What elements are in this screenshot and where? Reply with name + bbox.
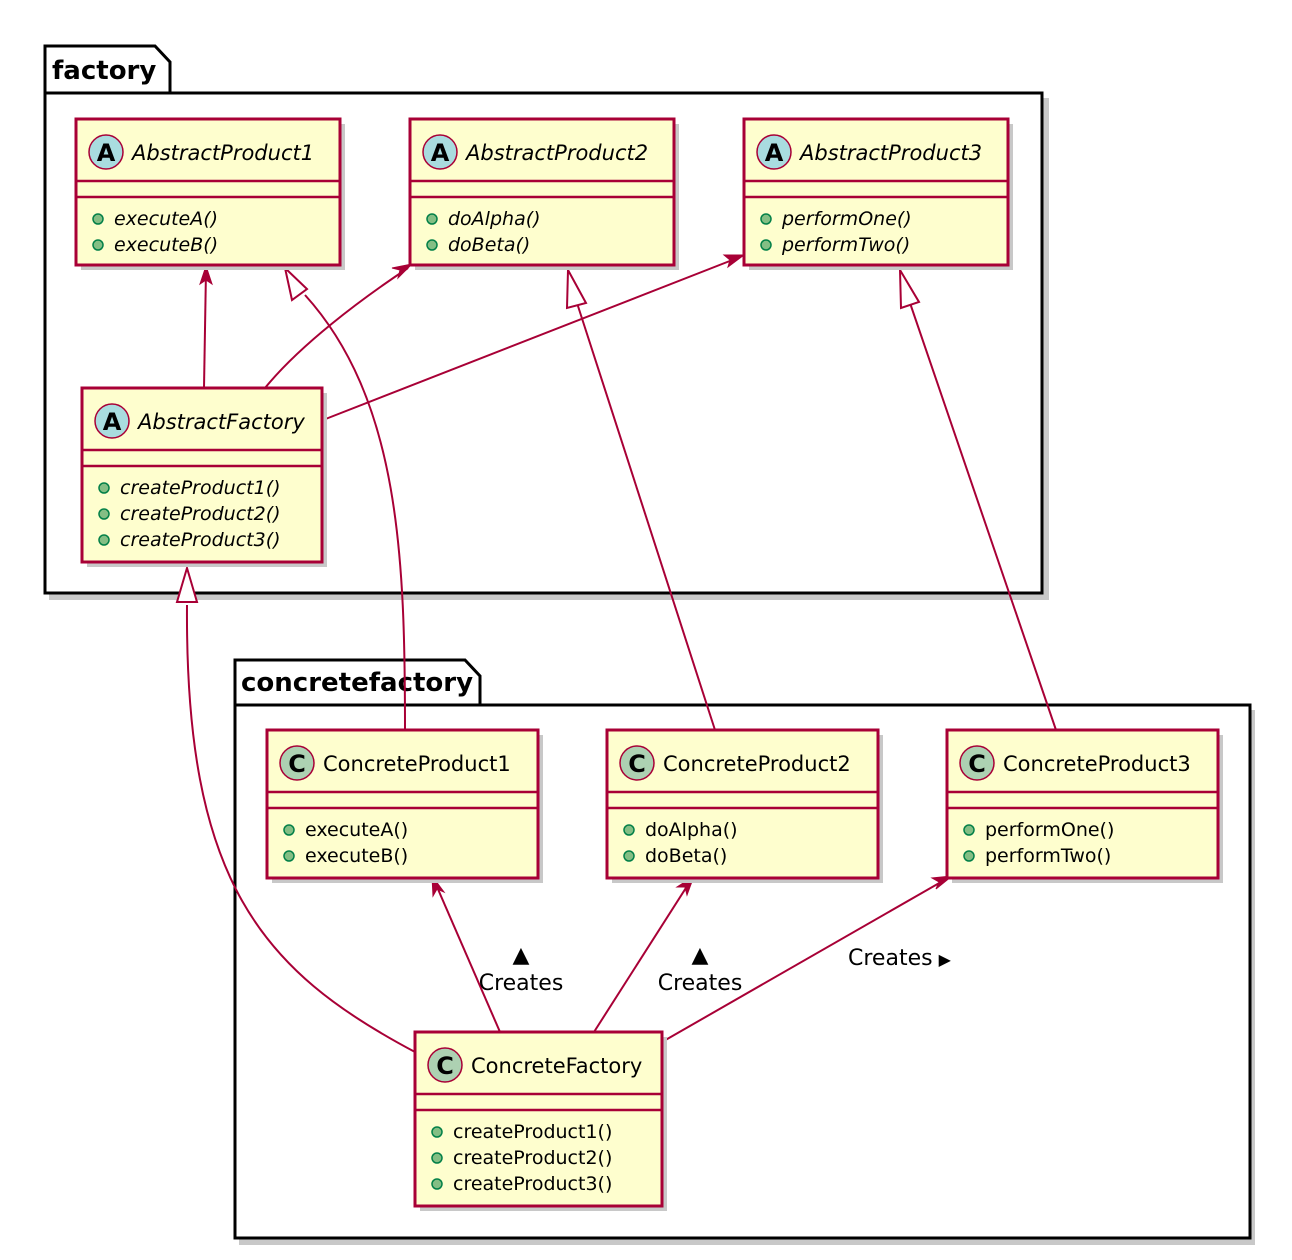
class-method: executeB() bbox=[114, 234, 218, 256]
class-abstractproduct2: A AbstractProduct2 doAlpha() doBeta() bbox=[408, 117, 679, 270]
edge-label-marker-cp2: ▲ bbox=[692, 943, 709, 968]
public-visibility-icon bbox=[623, 824, 635, 836]
edge-concretefactory-extends-abstractfactory bbox=[175, 564, 416, 1053]
class-method: doAlpha() bbox=[645, 819, 738, 841]
class-name: ConcreteProduct3 bbox=[1003, 752, 1191, 776]
class-method: executeA() bbox=[305, 819, 408, 841]
edge-labels: ▲ Creates ▲ Creates Creates ▶ bbox=[479, 943, 952, 996]
class-concreteproduct3: C ConcreteProduct3 performOne() performTwo(… bbox=[945, 728, 1223, 883]
public-visibility-icon bbox=[426, 213, 438, 225]
edge-concreteproduct3-extends-abstractproduct3 bbox=[898, 266, 1057, 731]
class-name: AbstractProduct3 bbox=[798, 141, 982, 165]
class-badge-icon bbox=[279, 745, 315, 781]
class-box-concreteproduct3 bbox=[945, 728, 1220, 880]
class-badge-icon bbox=[427, 1047, 463, 1083]
abstract-class-badge-icon bbox=[88, 134, 124, 170]
class-badge-letter: C bbox=[436, 1052, 454, 1080]
public-visibility-icon bbox=[92, 213, 104, 225]
class-method: performOne() bbox=[985, 819, 1114, 841]
class-badge-icon bbox=[959, 745, 995, 781]
edge-abstractfactory-to-abstractproduct3 bbox=[322, 254, 746, 421]
public-visibility-icon bbox=[431, 1152, 443, 1164]
edge-abstractfactory-to-abstractproduct1 bbox=[199, 264, 213, 389]
class-concretefactory: C ConcreteFactory createProduct1() createPr… bbox=[413, 1030, 667, 1211]
class-badge-letter: A bbox=[103, 408, 122, 436]
class-method: executeB() bbox=[305, 845, 408, 867]
public-visibility-icon bbox=[760, 213, 772, 225]
public-visibility-icon bbox=[963, 850, 975, 862]
class-method: performTwo() bbox=[781, 234, 910, 256]
edge-label-marker-cp3: ▶ bbox=[939, 950, 952, 969]
class-method: createProduct2() bbox=[453, 1147, 612, 1169]
class-name: AbstractProduct2 bbox=[464, 141, 648, 165]
class-badge-icon bbox=[619, 745, 655, 781]
class-method: createProduct3() bbox=[453, 1173, 612, 1195]
public-visibility-icon bbox=[283, 824, 295, 836]
public-visibility-icon bbox=[431, 1178, 443, 1190]
class-method: createProduct1() bbox=[453, 1121, 612, 1143]
edge-concreteproduct2-extends-abstractproduct2 bbox=[565, 266, 716, 731]
class-abstractproduct3: A AbstractProduct3 performOne() performTwo(… bbox=[742, 117, 1013, 270]
public-visibility-icon bbox=[283, 850, 295, 862]
public-visibility-icon bbox=[760, 239, 772, 251]
package-label-factory: factory bbox=[52, 56, 156, 86]
class-method: createProduct2() bbox=[120, 503, 281, 525]
class-badge-letter: C bbox=[968, 750, 986, 778]
class-method: executeA() bbox=[114, 208, 218, 230]
class-name: ConcreteProduct2 bbox=[663, 752, 851, 776]
package-label-concretefactory: concretefactory bbox=[241, 668, 473, 698]
public-visibility-icon bbox=[426, 239, 438, 251]
edge-concreteproduct1-extends-abstractproduct1 bbox=[283, 265, 406, 731]
class-badge-letter: C bbox=[628, 750, 646, 778]
class-badge-letter: A bbox=[431, 139, 450, 167]
relations bbox=[175, 254, 1057, 1053]
class-badge-letter: A bbox=[765, 139, 784, 167]
classes: A AbstractProduct1 executeA() executeB() A Ab… bbox=[74, 117, 1223, 1211]
edge-label-creates-cp3-text: Creates bbox=[848, 946, 933, 971]
public-visibility-icon bbox=[98, 534, 110, 546]
class-method: createProduct3() bbox=[120, 529, 281, 551]
public-visibility-icon bbox=[98, 508, 110, 520]
class-abstractproduct1: A AbstractProduct1 executeA() executeB() bbox=[74, 117, 345, 270]
class-abstractfactory: A AbstractFactory createProduct1() createPr… bbox=[80, 386, 327, 567]
class-concreteproduct1: C ConcreteProduct1 executeA() executeB() bbox=[265, 728, 543, 883]
public-visibility-icon bbox=[431, 1126, 443, 1138]
public-visibility-icon bbox=[98, 482, 110, 494]
class-method: performTwo() bbox=[985, 845, 1111, 867]
class-method: createProduct1() bbox=[120, 477, 281, 499]
class-name: AbstractFactory bbox=[136, 410, 305, 434]
abstract-class-badge-icon bbox=[422, 134, 458, 170]
abstract-class-badge-icon bbox=[94, 403, 130, 439]
class-name: ConcreteProduct1 bbox=[323, 752, 511, 776]
abstract-class-badge-icon bbox=[756, 134, 792, 170]
class-method: doBeta() bbox=[448, 234, 530, 256]
edge-abstractfactory-to-abstractproduct2 bbox=[264, 263, 414, 389]
class-badge-letter: A bbox=[97, 139, 116, 167]
class-concreteproduct2: C ConcreteProduct2 doAlpha() doBeta() bbox=[605, 728, 883, 883]
edge-label-creates-cp1: Creates bbox=[479, 971, 564, 996]
public-visibility-icon bbox=[963, 824, 975, 836]
edge-label-creates-cp3: Creates ▶ bbox=[848, 946, 952, 971]
class-method: doBeta() bbox=[645, 845, 727, 867]
class-method: performOne() bbox=[781, 208, 912, 230]
class-name: ConcreteFactory bbox=[471, 1054, 642, 1078]
class-name: AbstractProduct1 bbox=[130, 141, 314, 165]
public-visibility-icon bbox=[623, 850, 635, 862]
edge-label-creates-cp2: Creates bbox=[658, 971, 743, 996]
class-badge-letter: C bbox=[288, 750, 306, 778]
edge-label-marker-cp1: ▲ bbox=[513, 943, 530, 968]
class-method: doAlpha() bbox=[448, 208, 541, 230]
public-visibility-icon bbox=[92, 239, 104, 251]
